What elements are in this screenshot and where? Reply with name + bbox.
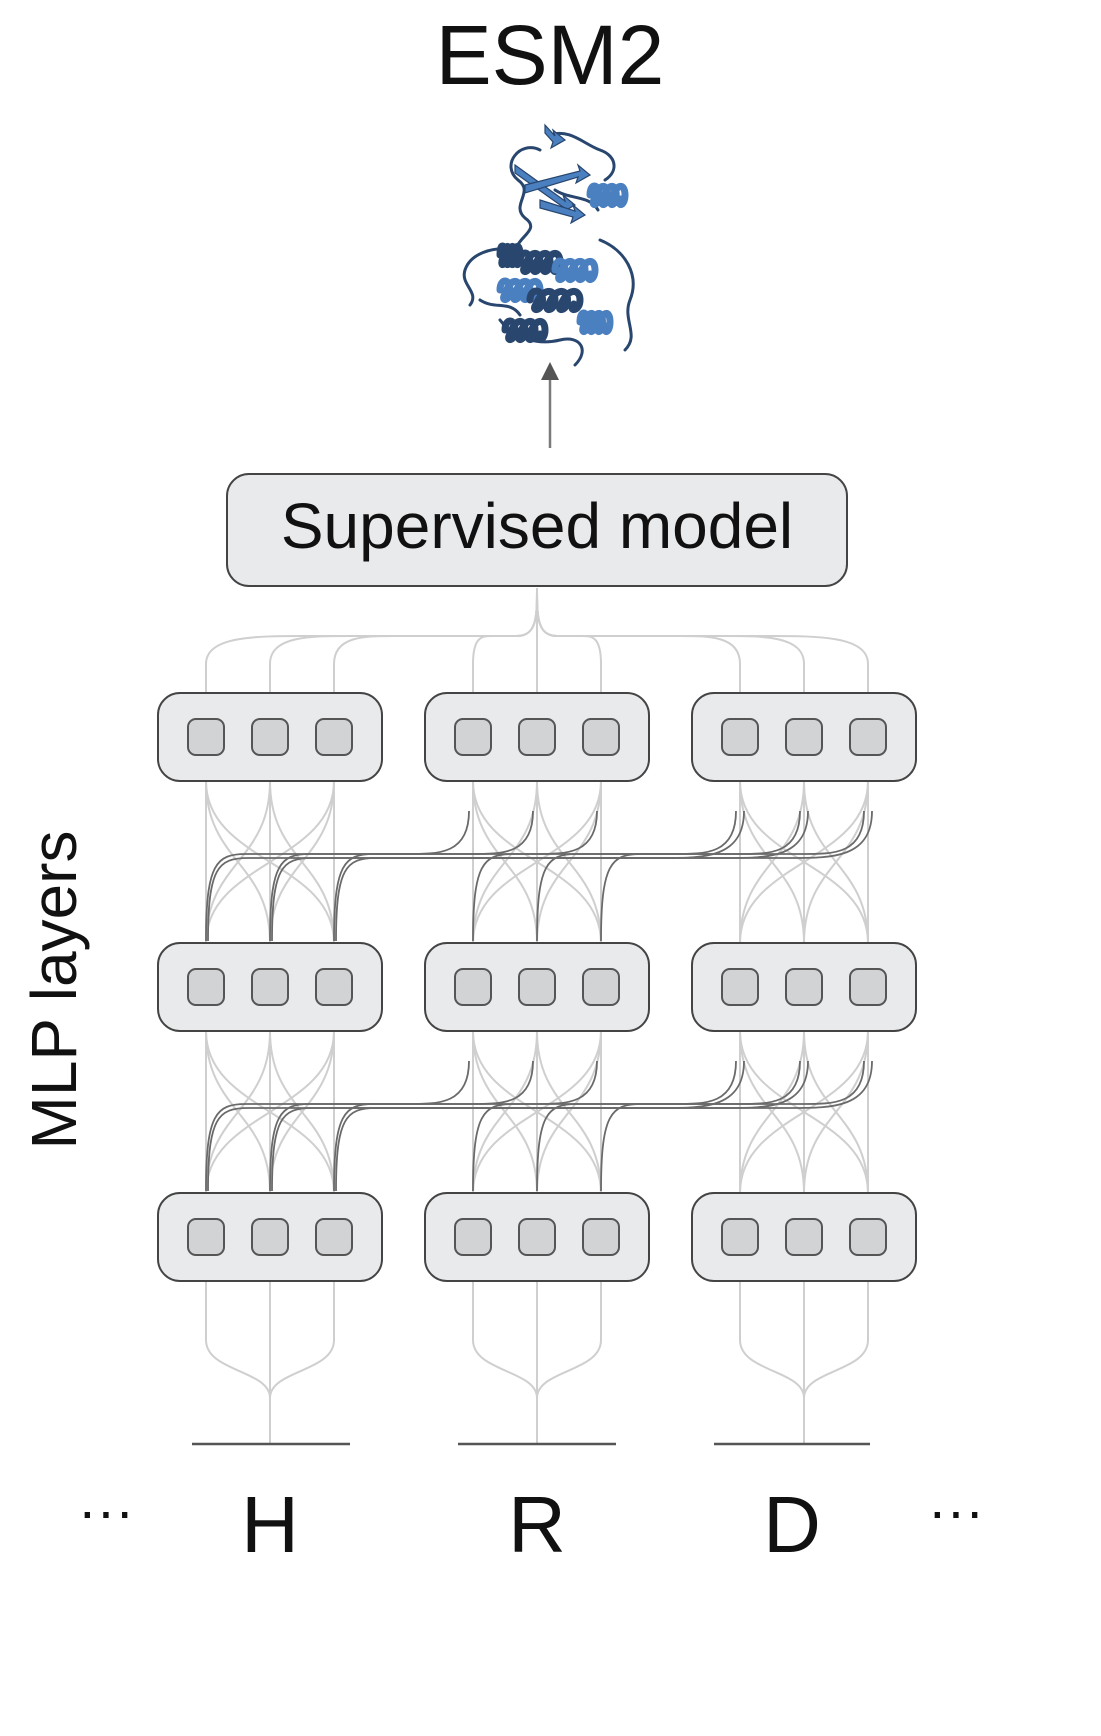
cross-link <box>335 1060 873 1192</box>
block-layer3-h <box>157 1192 383 1282</box>
intra-link <box>739 780 869 944</box>
intra-link <box>269 780 335 944</box>
intra-link <box>472 1030 538 1194</box>
ellipsis-right: ··· <box>928 1479 984 1542</box>
unit-node <box>187 968 225 1006</box>
unit-node <box>721 968 759 1006</box>
input-link <box>536 1281 602 1444</box>
unit-node <box>721 718 759 756</box>
intra-link <box>269 1030 335 1194</box>
unit-node <box>721 1218 759 1256</box>
unit-node <box>518 968 556 1006</box>
merge-link <box>536 587 741 693</box>
intra-link <box>205 780 335 944</box>
cross-link <box>269 1060 534 1192</box>
intra-link <box>472 1030 602 1194</box>
connections-light <box>205 587 869 1444</box>
cross-link <box>600 1060 865 1192</box>
title: ESM2 <box>436 8 665 102</box>
merge-link <box>205 587 538 693</box>
intra-link <box>536 780 602 944</box>
unit-node <box>518 1218 556 1256</box>
unit-node <box>785 718 823 756</box>
block-layer3-d <box>691 1192 917 1282</box>
supervised-model-label: Supervised model <box>281 490 793 562</box>
block-layer1-d <box>691 692 917 782</box>
unit-node <box>315 1218 353 1256</box>
cross-link <box>271 810 809 942</box>
unit-node <box>187 718 225 756</box>
unit-node <box>582 968 620 1006</box>
merge-link <box>269 587 538 693</box>
cross-link <box>333 1060 598 1192</box>
unit-node <box>849 1218 887 1256</box>
unit-node <box>251 1218 289 1256</box>
merge-link <box>536 587 805 693</box>
intra-link <box>803 1030 869 1194</box>
token-h: H <box>241 1480 299 1569</box>
block-layer2-r <box>424 942 650 1032</box>
supervised-model-box: Supervised model <box>226 473 848 587</box>
mlp-blocks <box>157 692 917 1282</box>
unit-node <box>582 718 620 756</box>
unit-node <box>251 718 289 756</box>
block-layer2-d <box>691 942 917 1032</box>
unit-node <box>785 968 823 1006</box>
intra-link <box>803 780 869 944</box>
connections-dark <box>205 810 873 1192</box>
ellipsis-left: ··· <box>78 1479 134 1542</box>
cross-link <box>269 810 534 942</box>
unit-node <box>849 968 887 1006</box>
block-layer2-h <box>157 942 383 1032</box>
intra-link <box>472 780 538 944</box>
input-link <box>739 1281 805 1444</box>
unit-node <box>315 968 353 1006</box>
input-link <box>803 1281 869 1444</box>
protein-structure-icon <box>462 123 635 367</box>
cross-link <box>205 810 470 942</box>
merge-link <box>472 587 538 693</box>
unit-node <box>454 1218 492 1256</box>
block-layer3-r <box>424 1192 650 1282</box>
cross-link <box>205 1060 470 1192</box>
intra-link <box>739 780 805 944</box>
intra-link <box>205 780 271 944</box>
merge-link <box>333 587 538 693</box>
merge-link <box>536 587 869 693</box>
intra-link <box>472 780 602 944</box>
token-d: D <box>763 1480 821 1569</box>
unit-node <box>187 1218 225 1256</box>
unit-node <box>315 718 353 756</box>
unit-node <box>785 1218 823 1256</box>
mlp-layers-label: MLP layers <box>18 831 90 1150</box>
cross-link <box>600 810 865 942</box>
unit-node <box>454 718 492 756</box>
cross-link <box>472 1060 737 1192</box>
cross-link <box>333 810 598 942</box>
intra-link <box>536 1030 602 1194</box>
intra-link <box>205 1030 335 1194</box>
block-layer1-h <box>157 692 383 782</box>
cross-link <box>536 1060 801 1192</box>
unit-node <box>454 968 492 1006</box>
intra-link <box>739 1030 869 1194</box>
input-link <box>269 1281 335 1444</box>
input-link <box>205 1281 271 1444</box>
cross-link <box>335 810 873 942</box>
merge-link <box>536 587 602 693</box>
unit-node <box>518 718 556 756</box>
block-layer1-r <box>424 692 650 782</box>
input-link <box>472 1281 538 1444</box>
intra-link <box>739 1030 805 1194</box>
unit-node <box>582 1218 620 1256</box>
unit-node <box>849 718 887 756</box>
intra-link <box>205 1030 271 1194</box>
cross-link <box>472 810 737 942</box>
cross-link <box>536 810 801 942</box>
cross-link <box>271 1060 809 1192</box>
arrow-up-icon <box>541 362 559 448</box>
token-r: R <box>508 1480 566 1569</box>
unit-node <box>251 968 289 1006</box>
